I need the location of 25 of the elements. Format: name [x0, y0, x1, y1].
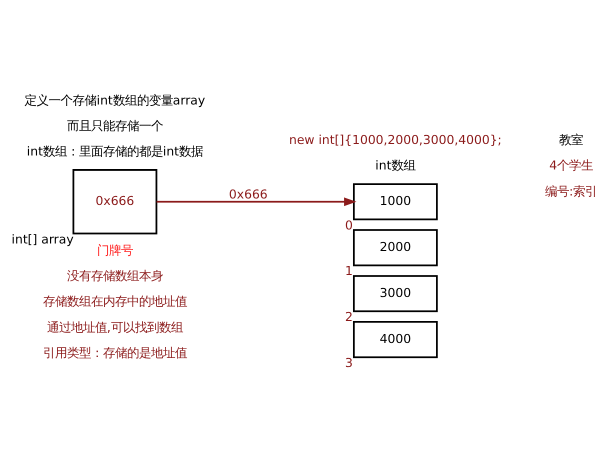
label: 存储数组在内存中的地址值 — [42, 294, 187, 308]
node-box: 3000 — [352, 274, 438, 312]
label: 定义一个存储int数组的变量array — [24, 92, 206, 107]
label: int数组 — [375, 158, 416, 172]
node-label: 3 — [345, 356, 353, 370]
node-box: 2000 — [352, 228, 438, 266]
node-box: 0x666 — [72, 168, 158, 234]
node-box: 4000 — [352, 320, 438, 358]
arrow — [156, 196, 356, 206]
node-box: 1000 — [352, 182, 438, 220]
label: 通过地址值,可以找到数组 — [46, 320, 183, 334]
label: 4个学生 — [549, 158, 594, 172]
node-label: 2 — [345, 310, 353, 324]
node-label: 1 — [345, 264, 353, 278]
label: new int[]{1000,2000,3000,4000}; — [289, 132, 502, 147]
label: int数组：里面存储的都是int数据 — [26, 144, 204, 158]
node-label: int[] array — [12, 232, 74, 246]
label: 引用类型：存储的是地址值 — [42, 345, 187, 360]
node-label: 0 — [345, 218, 353, 232]
label: 教室 — [559, 132, 584, 147]
label: 门牌号 — [96, 242, 133, 257]
label: 没有存储数组本身 — [66, 268, 163, 283]
label: 而且只能存储一个 — [66, 118, 163, 132]
edge-label: 0x666 — [228, 186, 268, 201]
label: 编号:索引 — [545, 184, 598, 198]
